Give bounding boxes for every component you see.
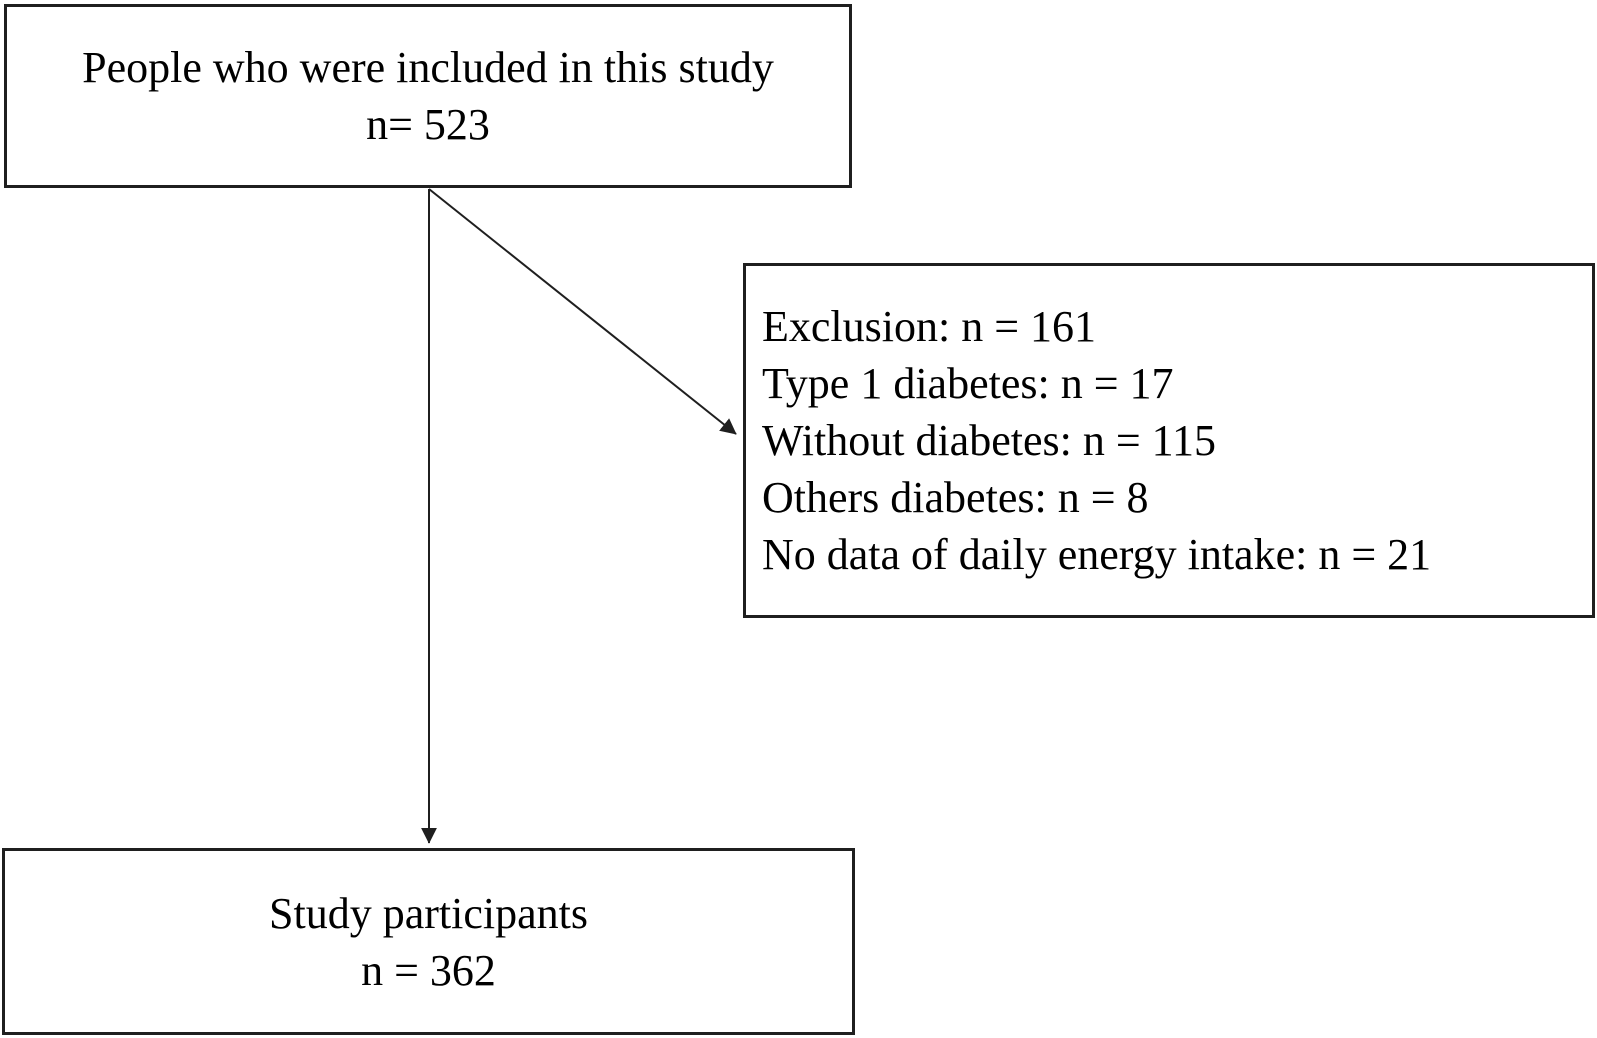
arrow-included-to-exclusion bbox=[428, 188, 737, 435]
box-included: People who were included in this study n… bbox=[4, 4, 852, 188]
box-exclusion: Exclusion: n = 161 Type 1 diabetes: n = … bbox=[743, 263, 1595, 618]
box-exclusion-line-others: Others diabetes: n = 8 bbox=[762, 473, 1149, 522]
box-exclusion-line-no-energy-data: No data of daily energy intake: n = 21 bbox=[762, 530, 1432, 579]
box-exclusion-line-without: Without diabetes: n = 115 bbox=[762, 416, 1217, 465]
box-included-count: n= 523 bbox=[366, 100, 490, 149]
box-participants-title: Study participants bbox=[269, 888, 588, 938]
box-participants-count: n = 362 bbox=[361, 945, 496, 995]
box-exclusion-line-type1: Type 1 diabetes: n = 17 bbox=[762, 359, 1174, 408]
box-participants: Study participants n = 362 bbox=[2, 848, 855, 1035]
box-exclusion-line-total: Exclusion: n = 161 bbox=[762, 302, 1097, 351]
box-included-title: People who were included in this study bbox=[82, 43, 774, 92]
